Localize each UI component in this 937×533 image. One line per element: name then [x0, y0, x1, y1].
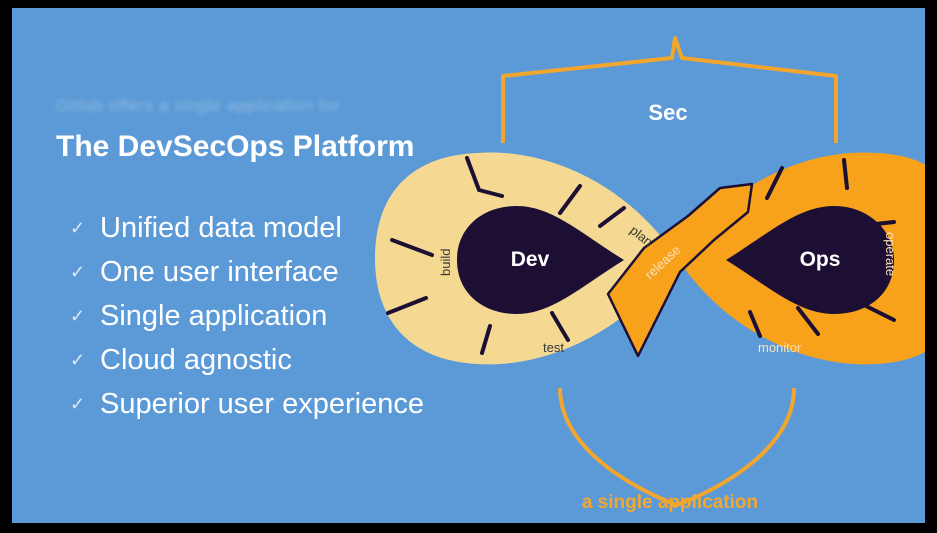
feature-label: One user interface	[100, 255, 339, 288]
checkmark-icon: ✓	[70, 393, 86, 414]
feature-item: ✓ One user interface	[70, 250, 424, 294]
stage-operate-label: operate	[883, 232, 898, 276]
dev-center	[457, 206, 624, 314]
dev-label: Dev	[511, 248, 550, 271]
feature-label: Superior user experience	[100, 387, 425, 420]
stage-build-label: build	[438, 249, 453, 276]
release-arrow	[606, 182, 754, 358]
feature-label: Cloud agnostic	[100, 343, 292, 376]
checkmark-icon: ✓	[70, 261, 86, 282]
stage-test-label: test	[543, 340, 564, 355]
feature-item: ✓ Unified data model	[70, 206, 424, 250]
ops-center	[726, 206, 894, 314]
feature-list: ✓Unified data model ✓One user interface …	[70, 206, 424, 426]
feature-item: ✓ Superior user experience	[70, 382, 424, 426]
sec-label: Sec	[648, 100, 687, 125]
slide-subtitle: Gitlab offers a single application for	[56, 96, 341, 115]
feature-item: ✓ Cloud agnostic	[70, 338, 424, 382]
checkmark-icon: ✓	[70, 349, 86, 370]
checkmark-icon: ✓	[70, 305, 86, 326]
stage-monitor-label: monitor	[758, 340, 802, 355]
sec-shield-outline	[501, 36, 838, 507]
slide-title: The DevSecOps Platform	[56, 130, 415, 163]
dev-segment-edges	[386, 156, 626, 355]
diagram-caption: a single application	[582, 492, 758, 513]
feature-label: Single application	[100, 299, 328, 332]
checkmark-icon: ✓	[70, 217, 86, 238]
devsecops-infinity-diagram: Sec Dev Ops plan build test release oper…	[375, 36, 925, 513]
feature-item: ✓ Single application	[70, 294, 424, 338]
ops-label: Ops	[800, 248, 841, 271]
feature-label: Unified data model	[100, 211, 342, 244]
